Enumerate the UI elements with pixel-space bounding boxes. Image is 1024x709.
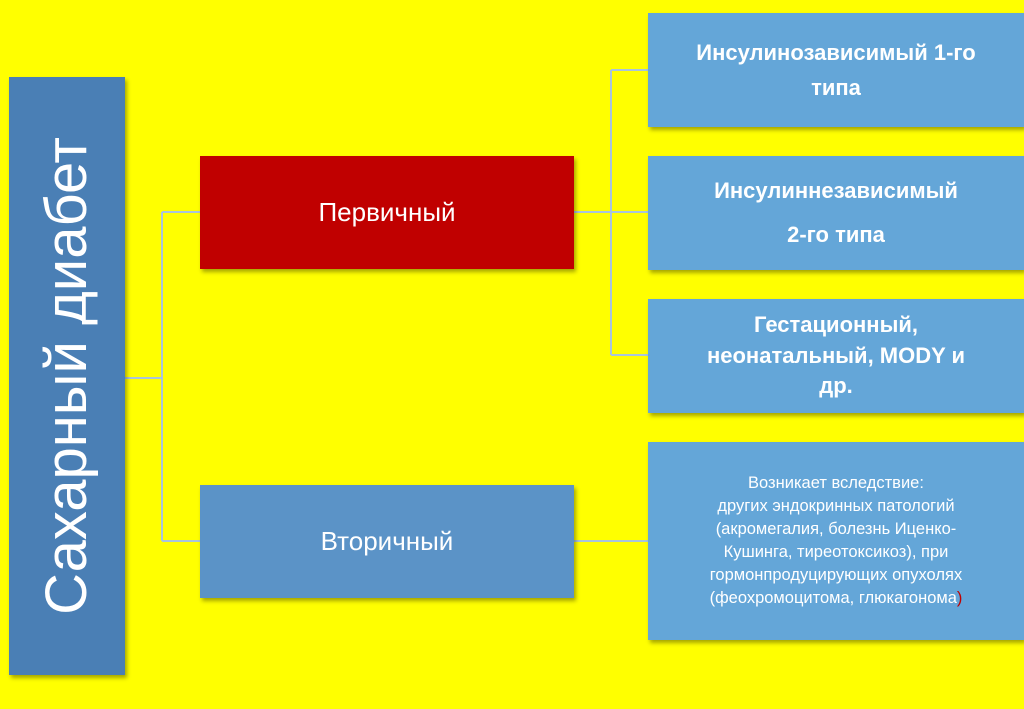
leaf-3-line-3: др. bbox=[819, 373, 853, 399]
leaf-3-line-2: неонатальный, MODY и bbox=[706, 342, 966, 368]
leaf-other-types: Гестационный, неонатальный, MODY и др. bbox=[648, 299, 1024, 413]
detail-line-2: других эндокринных патологий bbox=[717, 496, 955, 515]
leaf-1-line-1: Инсулинозависимый 1-го bbox=[696, 39, 976, 65]
detail-line-5: гормонпродуцирующих опухолях bbox=[709, 566, 963, 585]
detail-line-6: (феохромоцитома, глюкагонома) bbox=[710, 587, 963, 610]
leaf-3-line-1: Гестационный, bbox=[753, 311, 919, 337]
detail-line-6-text: (феохромоцитома, глюкагонома bbox=[709, 589, 957, 608]
secondary-node: Вторичный bbox=[200, 485, 574, 598]
leaf-1-line-2: типа bbox=[811, 75, 861, 100]
leaf-type-1: Инсулинозависимый 1-го типа bbox=[648, 13, 1024, 127]
root-label: Сахарный диабет bbox=[34, 137, 100, 615]
root-node: Сахарный диабет bbox=[9, 77, 125, 675]
detail-line-3: (акромегалия, болезнь Иценко- bbox=[715, 519, 957, 538]
detail-line-1: Возникает вследствие: bbox=[748, 473, 924, 492]
secondary-detail-node: Возникает вследствие: других эндокринных… bbox=[648, 442, 1024, 640]
primary-label: Первичный bbox=[318, 197, 456, 227]
leaf-2-line-2: 2-го типа bbox=[787, 222, 885, 247]
detail-closing-paren: ) bbox=[956, 589, 963, 608]
primary-node: Первичный bbox=[200, 156, 574, 269]
secondary-label: Вторичный bbox=[320, 526, 454, 556]
detail-line-4: Кушинга, тиреотоксикоз), при bbox=[723, 543, 949, 561]
leaf-type-2: Инсулиннезависимый 2-го типа bbox=[648, 156, 1024, 270]
leaf-2-line-1: Инсулиннезависимый bbox=[714, 178, 958, 203]
